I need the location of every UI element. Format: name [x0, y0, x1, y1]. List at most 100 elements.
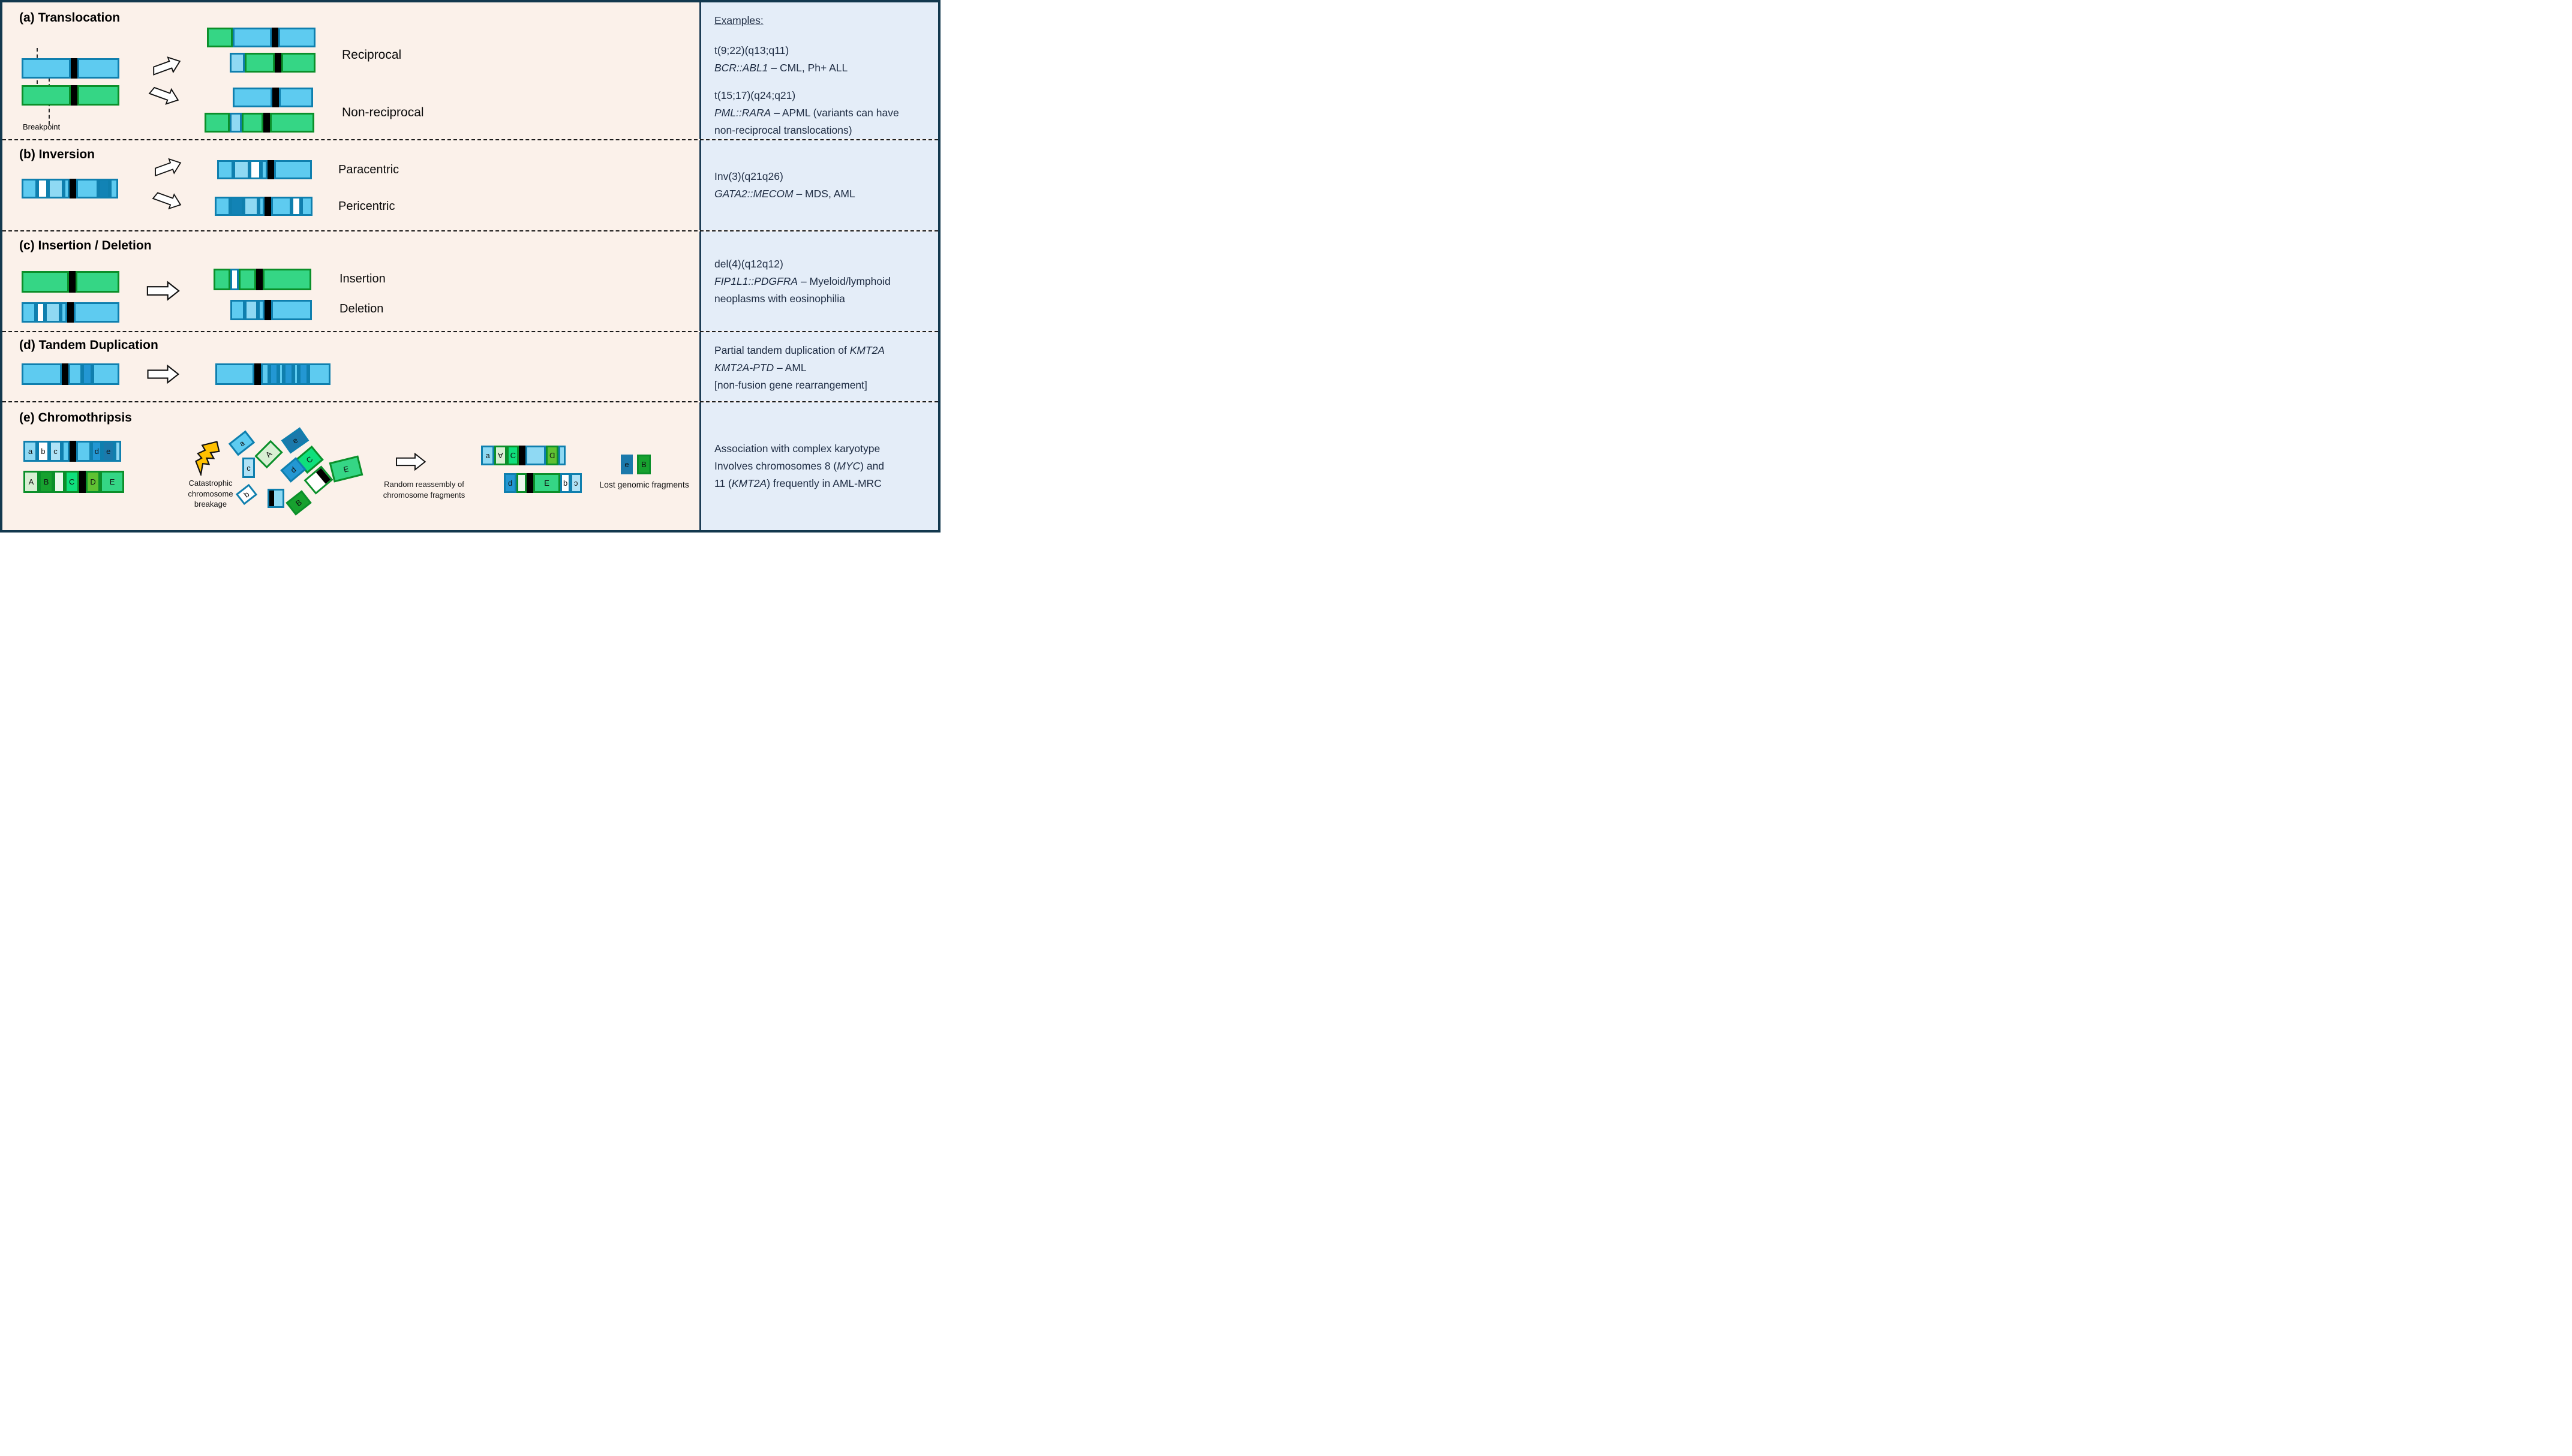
section-title: (a) Translocation	[19, 11, 121, 25]
example-spacer	[714, 77, 925, 87]
segment-letter: E	[109, 477, 115, 486]
example-line: del(4)(q12q12)	[714, 255, 925, 273]
segment-letter: c	[53, 447, 58, 456]
centromere	[70, 58, 77, 79]
chromosome-segment	[233, 160, 250, 179]
chromosome-segment: C	[64, 471, 79, 493]
example-line: Inv(3)(q21q26)	[714, 168, 925, 185]
example-text: non-reciprocal translocations)	[714, 124, 852, 136]
row-b-example: Inv(3)(q21q26)GATA2::MECOM – MDS, AML	[699, 140, 938, 230]
segment-letter: d	[507, 479, 513, 488]
chromosome-segment	[214, 269, 230, 290]
section-title: (b) Inversion	[19, 148, 95, 161]
segment-letter: A	[263, 449, 274, 459]
example-text: [non-fusion gene rearrangement]	[714, 379, 867, 391]
centromere	[79, 471, 86, 493]
centromere	[263, 113, 271, 133]
chromosome-deletion	[230, 300, 312, 320]
segment-letter: e	[106, 447, 111, 456]
chromosome-segment	[22, 363, 62, 385]
segment-letter: b	[563, 479, 568, 488]
chromosome-segment	[75, 271, 119, 293]
segment-letter: a	[237, 438, 247, 449]
segment-letter: B	[43, 477, 49, 486]
chromosome-segment	[37, 179, 49, 198]
chromosome-segment: b	[560, 473, 570, 493]
row-d-diagram: (d) Tandem Duplication	[2, 332, 699, 401]
centromere	[275, 53, 282, 73]
chromosome-segment	[207, 28, 233, 47]
chromosome-segment	[36, 302, 46, 323]
example-text: t(9;22)(q13;q11)	[714, 44, 789, 57]
chromosome-segment	[278, 363, 284, 385]
centromere	[267, 160, 274, 179]
chromosome-pericentric	[215, 197, 313, 216]
centromere	[69, 441, 76, 462]
chromosome-green-original	[22, 271, 119, 293]
example-text: del(4)(q12q12)	[714, 257, 783, 270]
centromere	[272, 88, 280, 107]
chromosome-segment: C	[507, 446, 519, 465]
fragment-part	[274, 491, 283, 506]
example-line: Involves chromosomes 8 (MYC) and	[714, 458, 925, 475]
fragment-A: A	[254, 440, 283, 469]
chromosome-segment	[245, 300, 259, 320]
example-line: FIP1L1::PDGFRA – Myeloid/lymphoid	[714, 273, 925, 290]
example-line: 11 (KMT2A) frequently in AML-MRC	[714, 475, 925, 492]
example-line: Examples:	[714, 12, 925, 29]
centromere	[527, 473, 534, 493]
chromosome-segment	[269, 363, 279, 385]
example-text: – APML (variants can have	[771, 107, 899, 119]
chromosome-blue-original	[22, 58, 119, 79]
example-text: – AML	[774, 362, 807, 374]
example-text: – Myeloid/lymphoid	[798, 275, 891, 287]
chromosome-segment	[271, 300, 312, 320]
centromere	[70, 179, 77, 198]
arrow-icon	[393, 452, 427, 471]
chromosome-segment	[217, 160, 234, 179]
chromosome-segment	[22, 58, 71, 79]
chromosome-segment	[68, 363, 82, 385]
chromosome-segment	[281, 53, 316, 73]
example-line: [non-fusion gene rearrangement]	[714, 377, 925, 394]
example-text: – CML, Ph+ ALL	[768, 62, 848, 74]
example-line: t(9;22)(q13;q11)	[714, 42, 925, 59]
example-text: KMT2A	[849, 344, 885, 356]
chromosome-segment	[62, 441, 70, 462]
chromosome-blue-original	[22, 302, 119, 323]
centromere	[264, 300, 271, 320]
diagram-label: Deletion	[339, 302, 384, 315]
arrow-icon	[151, 56, 182, 76]
chromosome-segment	[301, 197, 313, 216]
example-text: GATA2::MECOM	[714, 188, 794, 200]
chromosome-segment	[293, 363, 299, 385]
chromosome-segment	[205, 113, 230, 133]
chromosome-segment	[63, 179, 70, 198]
chromosome-segment	[242, 113, 264, 133]
segment-letter: A	[498, 451, 504, 460]
chromosome-segment	[230, 113, 242, 133]
chromosome-segment	[115, 441, 121, 462]
chromosome-segment	[274, 160, 312, 179]
segment-letter: e	[290, 435, 300, 446]
example-text: Involves chromosomes 8 (	[714, 460, 837, 472]
fragment-a: a	[228, 430, 256, 456]
fragment-part	[269, 491, 275, 506]
centromere	[70, 85, 77, 106]
chromosome-segment	[260, 160, 268, 179]
chromosome-segment	[279, 88, 313, 107]
segment-letter: E	[544, 479, 549, 488]
row-a-example: Examples:t(9;22)(q13;q11)BCR::ABL1 – CML…	[699, 2, 938, 139]
example-text: Examples:	[714, 14, 764, 26]
chromosome-segment	[291, 197, 302, 216]
chromosome-segment	[22, 271, 69, 293]
